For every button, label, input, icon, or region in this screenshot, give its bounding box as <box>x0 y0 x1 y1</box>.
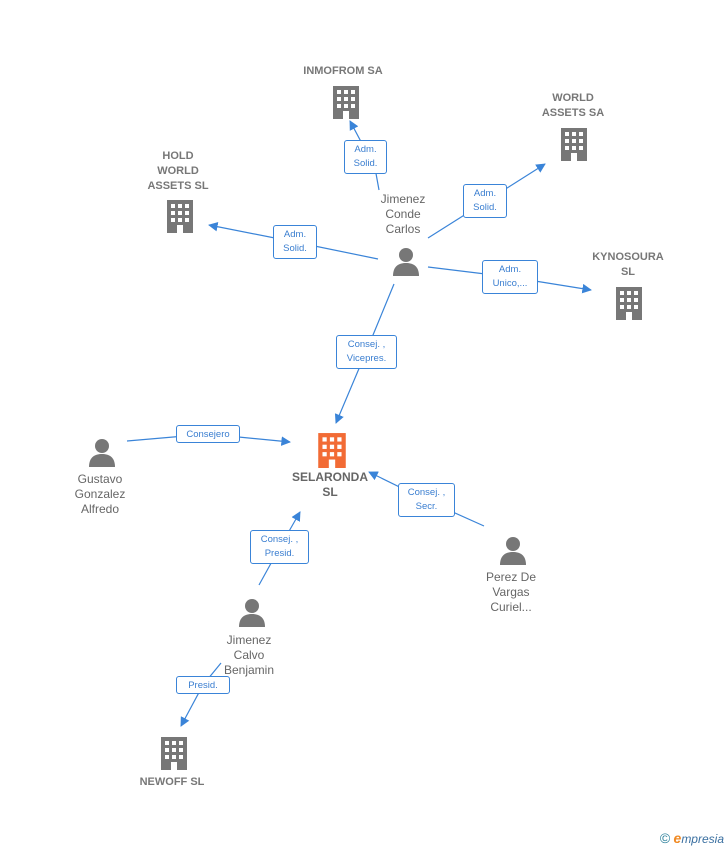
edge-label-presid-selaronda[interactable]: Consej. , Presid. <box>250 530 309 564</box>
selaronda-building-icon[interactable] <box>315 432 349 468</box>
empresia-brand[interactable]: © empresia <box>660 830 724 846</box>
edge-label-hold-world[interactable]: Adm. Solid. <box>273 225 317 259</box>
jimenez-conde-label[interactable]: Jimenez Conde Carlos <box>380 192 426 236</box>
inmofrom-label[interactable]: INMOFROM SA <box>303 65 383 77</box>
jimenez-calvo-label[interactable]: Jimenez Calvo Benjamin <box>223 633 275 677</box>
edge-label-consejero[interactable]: Consejero <box>176 425 240 443</box>
edge-label-kynosoura[interactable]: Adm. Unico,... <box>482 260 538 294</box>
jimenez-calvo-person-icon[interactable] <box>237 597 267 627</box>
gustavo-label[interactable]: Gustavo Gonzalez Alfredo <box>74 472 126 516</box>
newoff-building-icon[interactable] <box>158 736 190 770</box>
selaronda-label[interactable]: SELARONDA SL <box>291 470 368 499</box>
newoff-label[interactable]: NEWOFF SL <box>139 776 205 788</box>
edge-label-presid-newoff[interactable]: Presid. <box>176 676 230 694</box>
edge-label-inmofrom[interactable]: Adm. Solid. <box>344 140 387 174</box>
brand-logo-text: mpresia <box>681 832 724 846</box>
copyright-icon: © <box>659 830 671 846</box>
kynosoura-building-icon[interactable] <box>613 286 645 320</box>
edge-label-world-assets[interactable]: Adm. Solid. <box>463 184 507 218</box>
perez-person-icon[interactable] <box>498 535 528 565</box>
edge-label-selaronda-vicepres[interactable]: Consej. , Vicepres. <box>336 335 397 369</box>
inmofrom-building-icon[interactable] <box>330 85 362 119</box>
gustavo-person-icon[interactable] <box>87 437 117 467</box>
jimenez-conde-person-icon[interactable] <box>391 246 421 276</box>
brand-logo-e: e <box>673 830 682 846</box>
hold-world-building-icon[interactable] <box>164 199 196 233</box>
kynosoura-label[interactable]: KYNOSOURA SL <box>592 251 664 278</box>
world-assets-building-icon[interactable] <box>558 127 590 161</box>
hold-world-label[interactable]: HOLD WORLD ASSETS SL <box>147 150 209 192</box>
edge-label-secr[interactable]: Consej. , Secr. <box>398 483 455 517</box>
world-assets-label[interactable]: WORLD ASSETS SA <box>541 92 605 119</box>
perez-label[interactable]: Perez De Vargas Curiel... <box>485 570 537 614</box>
